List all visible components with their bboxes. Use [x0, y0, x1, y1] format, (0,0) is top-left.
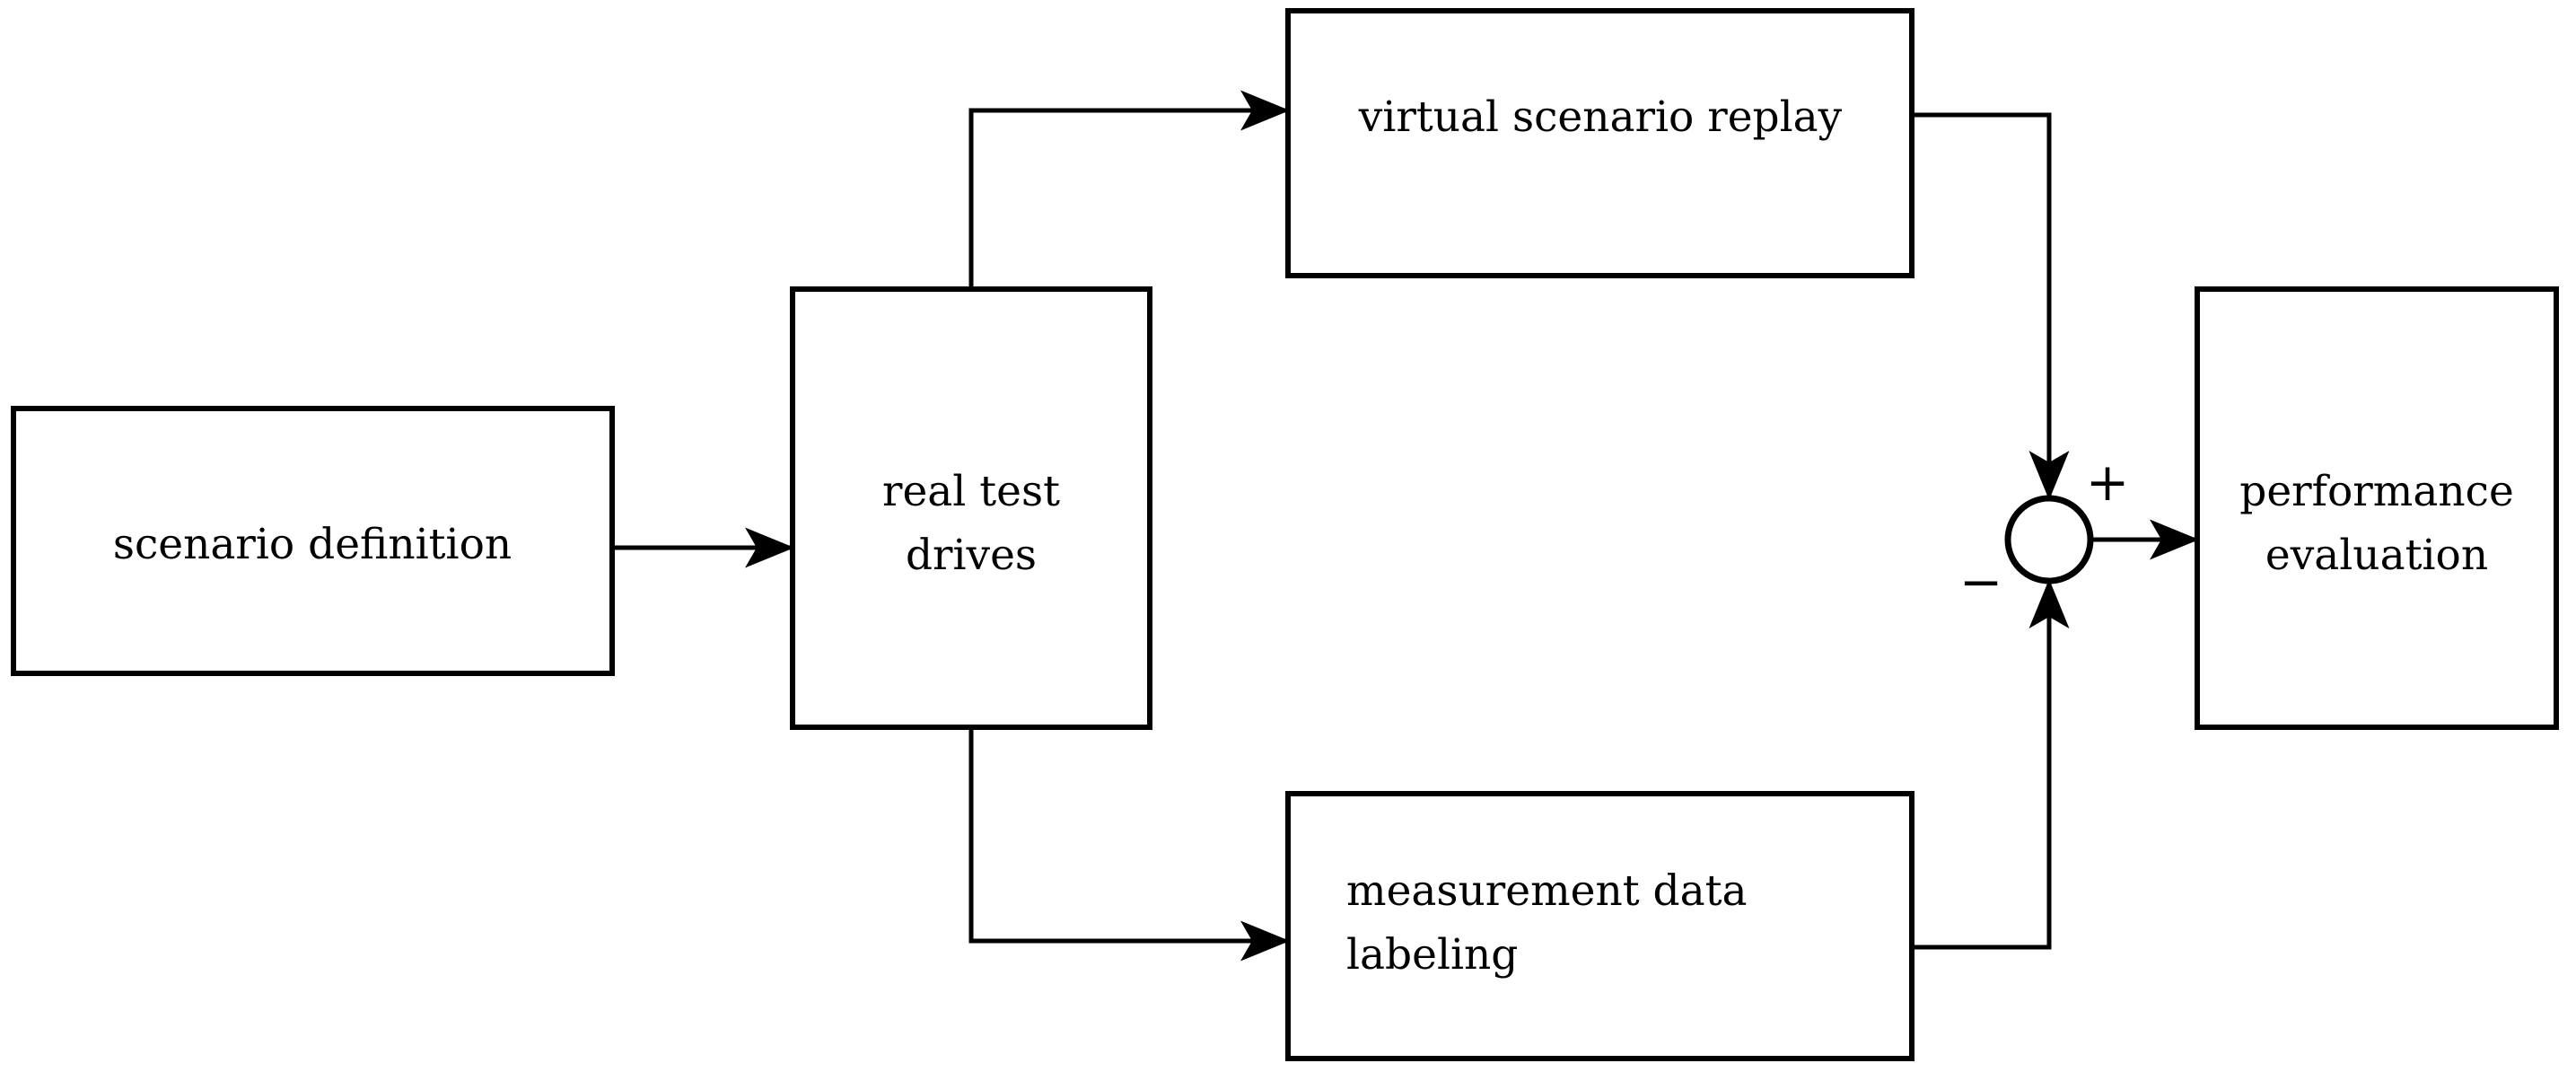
measurement-data-labeling-box[interactable]: [1285, 791, 1914, 1061]
scenario-definition-label-line-1: scenario definition: [113, 520, 512, 569]
real-test-drives-box[interactable]: [790, 286, 1152, 730]
node-virtual-scenario-replay[interactable]: virtual scenario replay: [1285, 8, 1914, 278]
performance-evaluation-label-line-1: performance: [2239, 467, 2514, 516]
measurement-data-labeling-label-line-1: measurement data: [1346, 866, 1748, 916]
performance-evaluation-label-line-2: evaluation: [2265, 531, 2488, 580]
plus-sign-label: +: [2086, 452, 2130, 513]
edge-virtual-scenario-replay-to-summing-junction: [1912, 112, 2070, 500]
edge-real-test-drives-to-measurement-data-labeling: [968, 727, 1290, 962]
measurement-data-labeling-label-line-2: labeling: [1346, 930, 1518, 980]
edge-layer: [612, 90, 2199, 962]
scenario-definition-box[interactable]: [11, 406, 615, 676]
real-test-drives-label-line-1: real test: [882, 467, 1060, 516]
real-test-drives-label-line-2: drives: [906, 531, 1037, 580]
node-performance-evaluation[interactable]: performance evaluation: [2195, 286, 2559, 730]
summing-junction-circle[interactable]: [2004, 495, 2094, 584]
performance-evaluation-box[interactable]: [2195, 286, 2559, 730]
edge-measurement-data-labeling-to-summing-junction: [1912, 579, 2070, 950]
node-scenario-definition[interactable]: scenario definition: [11, 406, 615, 676]
virtual-scenario-replay-label-line-1: virtual scenario replay: [1358, 92, 1843, 142]
node-measurement-data-labeling[interactable]: measurement data labeling: [1285, 791, 1914, 1061]
edge-real-test-drives-to-virtual-scenario-replay: [968, 90, 1290, 289]
virtual-scenario-replay-box[interactable]: [1285, 8, 1914, 278]
node-real-test-drives[interactable]: real test drives: [790, 286, 1152, 730]
node-summing-junction[interactable]: + −: [1959, 452, 2130, 612]
minus-sign-label: −: [1959, 551, 2003, 612]
